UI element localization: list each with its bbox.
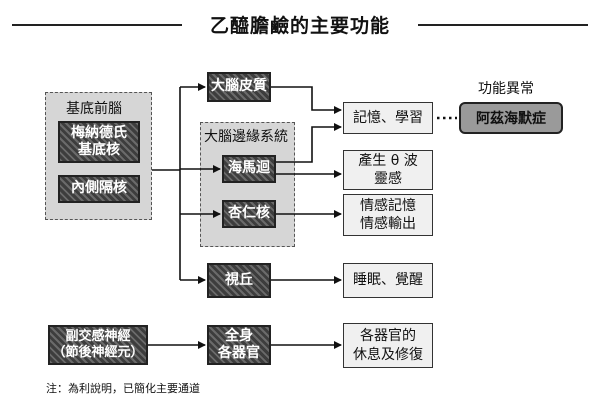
memory-learning-text: 記憶、學習	[353, 109, 423, 126]
emotional-memory-text: 情感記憶 情感輸出	[360, 197, 416, 232]
basal-forebrain-label: 基底前腦	[66, 101, 122, 117]
amygdala-box: 杏仁核	[222, 200, 276, 228]
theta-wave-box: 產生 θ 波 靈感	[343, 150, 433, 190]
diagram-title: 乙醯膽鹼的主要功能	[209, 15, 390, 37]
thalamus-text: 視丘	[225, 271, 253, 288]
sleep-wake-text: 睡眠、覺醒	[353, 272, 423, 289]
nucleus-basalis-box: 梅納德氏 基底核	[58, 121, 140, 163]
medial-septum-text: 內側隔核	[71, 180, 127, 197]
organ-rest-text: 各器官的 休息及修復	[353, 328, 423, 363]
parasympathetic-box: 副交感神經 （節後神經元）	[48, 325, 148, 365]
hippocampus-text: 海馬迴	[228, 160, 270, 177]
thalamus-box: 視丘	[207, 263, 271, 298]
alzheimers-box: 阿茲海默症	[459, 102, 563, 134]
title-rule-right	[418, 24, 588, 26]
medial-septum-box: 內側隔核	[58, 175, 140, 203]
dysfunction-label: 功能異常	[478, 81, 534, 97]
alzheimers-text: 阿茲海默症	[476, 111, 546, 127]
emotional-memory-box: 情感記憶 情感輸出	[343, 194, 433, 236]
nucleus-basalis-text: 梅納德氏 基底核	[71, 124, 127, 159]
cortex-box: 大腦皮質	[207, 72, 271, 102]
footnote: 注：為利說明，已簡化主要通道	[46, 382, 200, 395]
sleep-wake-box: 睡眠、覺醒	[343, 263, 433, 298]
theta-wave-text: 產生 θ 波 靈感	[358, 152, 418, 187]
cortex-text: 大腦皮質	[211, 78, 267, 95]
hippocampus-box: 海馬迴	[222, 155, 276, 183]
limbic-system-label: 大腦邊緣系統	[204, 129, 288, 145]
organ-rest-box: 各器官的 休息及修復	[343, 323, 433, 368]
whole-body-text: 全身 各器官	[218, 327, 260, 362]
whole-body-box: 全身 各器官	[207, 325, 271, 365]
amygdala-text: 杏仁核	[228, 205, 270, 222]
parasympathetic-text: 副交感神經 （節後神經元）	[52, 328, 144, 360]
title-rule-left	[12, 24, 182, 26]
memory-learning-box: 記憶、學習	[343, 102, 433, 134]
